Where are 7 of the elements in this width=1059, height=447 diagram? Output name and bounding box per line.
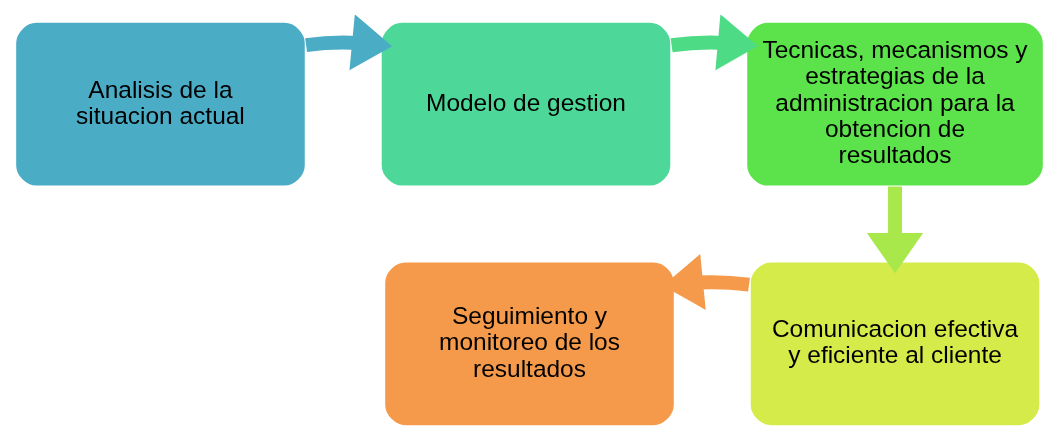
arrow bbox=[305, 14, 393, 70]
node-box: Tecnicas, mecanismos y estrategias de la administracion para la obtencion de resultados bbox=[745, 20, 1045, 187]
arrow bbox=[866, 186, 924, 273]
node-box: Modelo de gestion bbox=[379, 20, 673, 187]
node-box: Analisis de la situacion actual bbox=[14, 20, 307, 187]
node-box: Comunicacion efectiva y eficiente al cliente bbox=[749, 260, 1042, 427]
node-box: Seguimiento y monitoreo de los resultados bbox=[383, 260, 676, 427]
